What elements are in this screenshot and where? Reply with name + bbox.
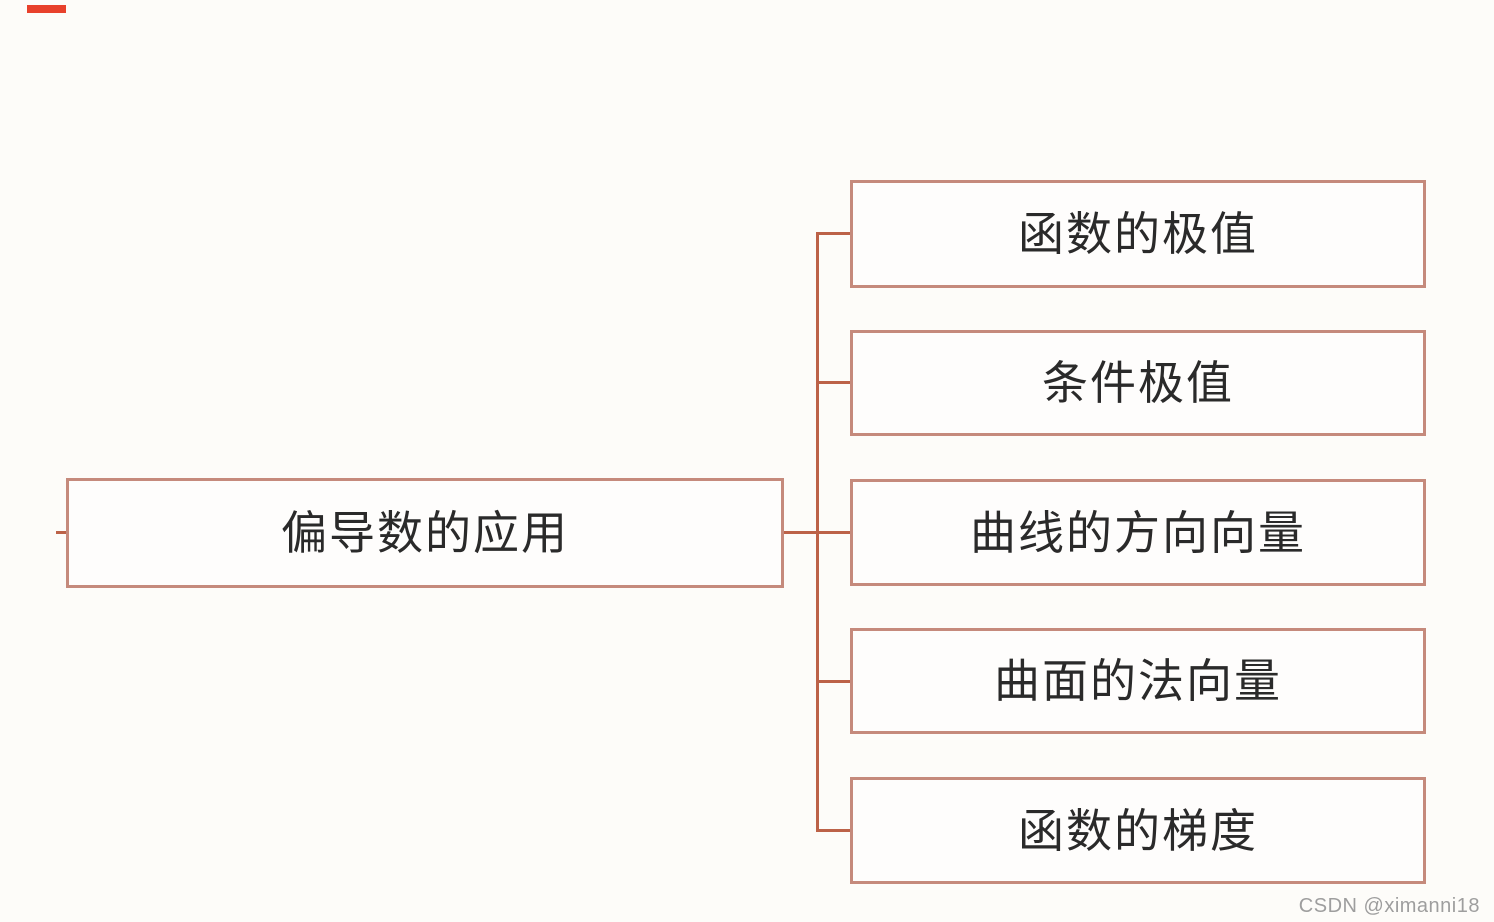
branch-node: 曲面的法向量 <box>850 628 1426 734</box>
branch-node-label: 曲线的方向向量 <box>970 506 1306 559</box>
branch-node: 条件极值 <box>850 330 1426 436</box>
accent-mark <box>27 5 66 13</box>
branch-node: 函数的梯度 <box>850 777 1426 884</box>
connector-branch-line <box>816 381 850 384</box>
root-node: 偏导数的应用 <box>66 478 784 588</box>
connector-branch-line <box>816 232 850 235</box>
branch-node-label: 函数的极值 <box>1018 208 1258 260</box>
watermark: CSDN @ximanni18 <box>1298 895 1480 917</box>
branch-node-label: 曲面的法向量 <box>994 655 1282 707</box>
connector-branch-line <box>816 680 850 683</box>
branch-node-label: 条件极值 <box>1042 357 1234 409</box>
connector-root-line <box>783 531 818 534</box>
branch-node-label: 函数的梯度 <box>1018 804 1258 857</box>
root-node-label: 偏导数的应用 <box>281 507 569 559</box>
branch-node: 函数的极值 <box>850 180 1426 288</box>
connector-root-stub <box>56 531 67 534</box>
branch-node: 曲线的方向向量 <box>850 479 1426 586</box>
connector-branch-line <box>816 829 850 832</box>
connector-branch-line <box>816 531 850 534</box>
